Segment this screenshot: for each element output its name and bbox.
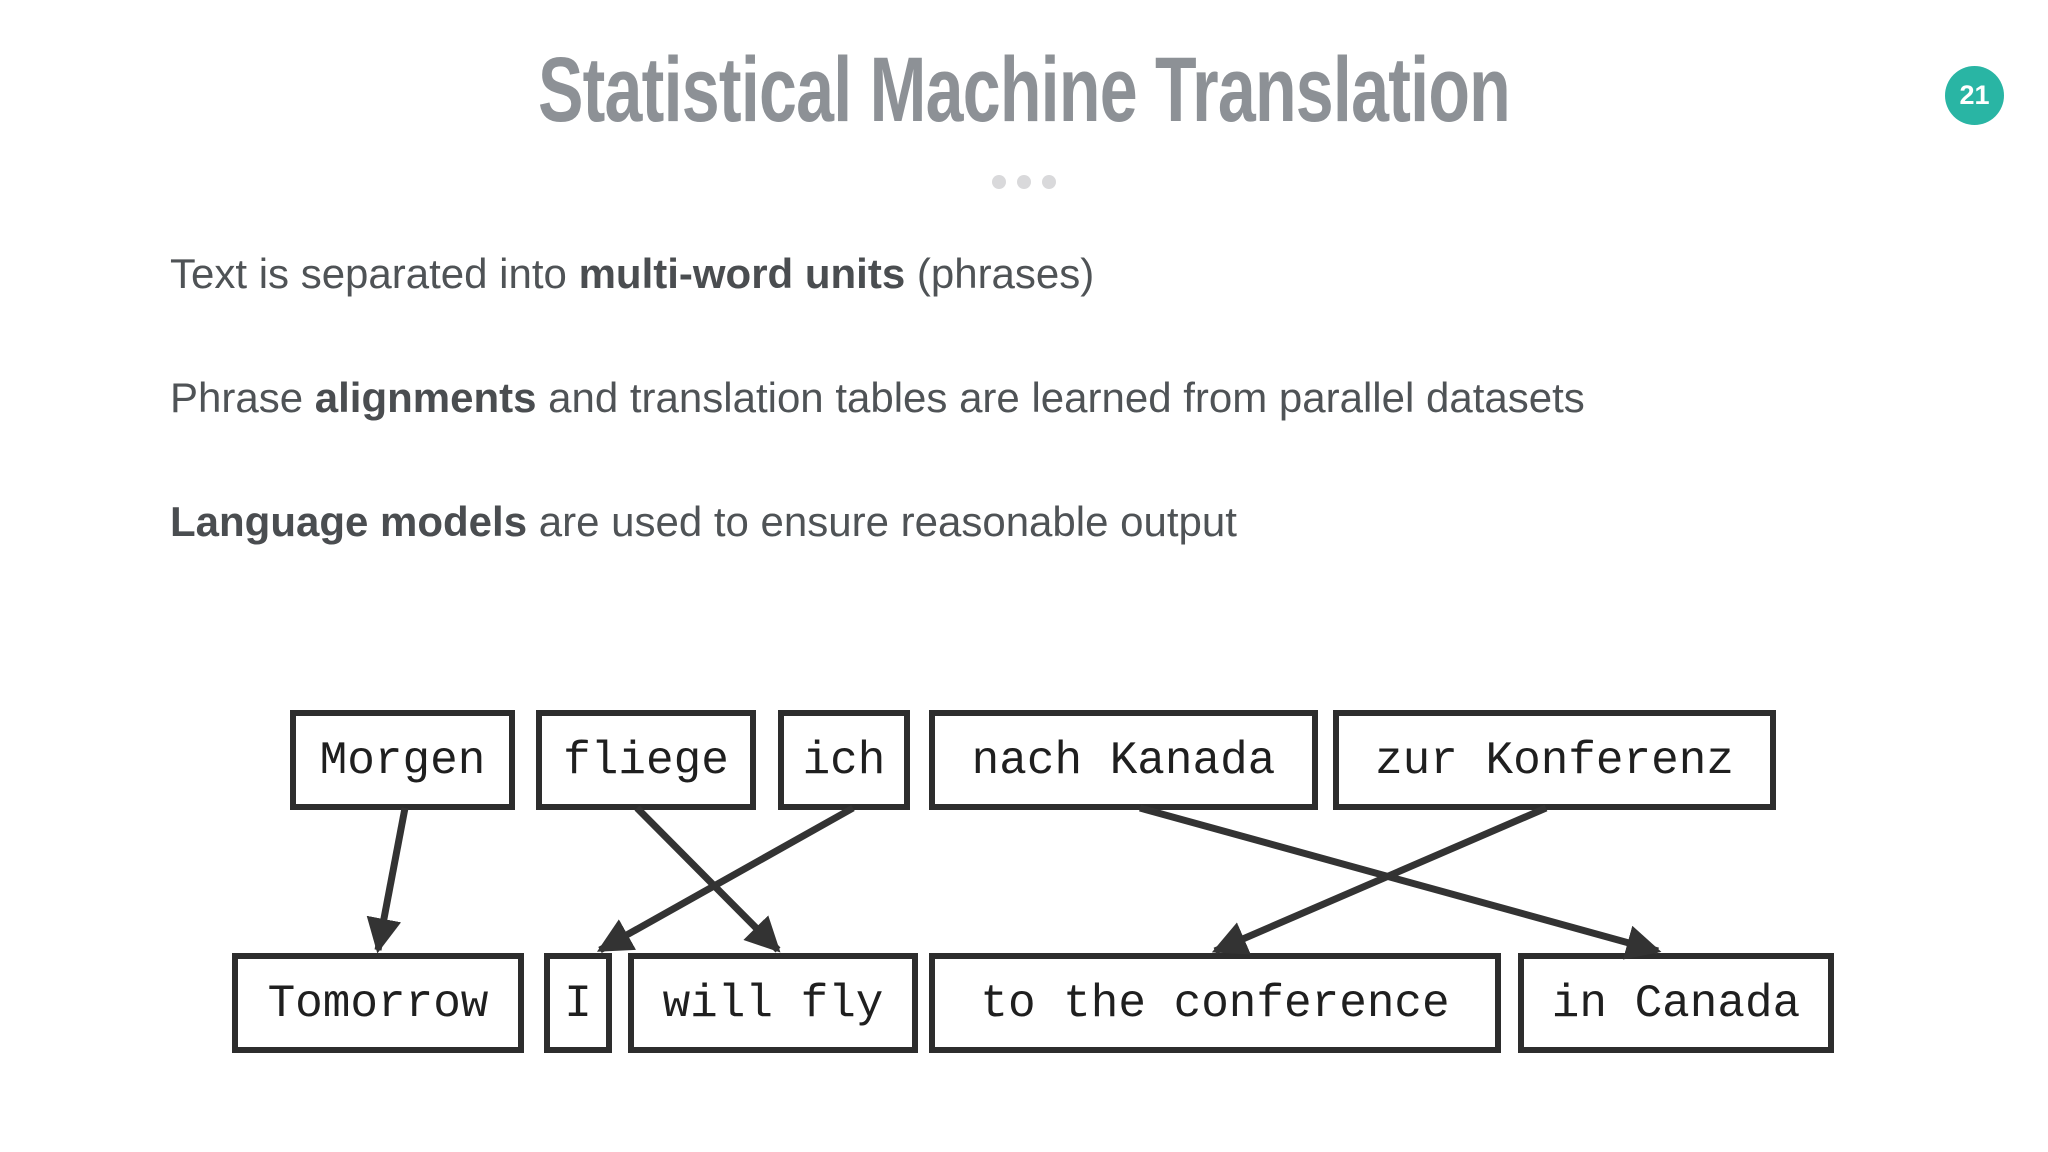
source-phrase-box: Morgen [290,710,515,810]
alignment-arrow [1211,804,1548,955]
page-number-badge: 21 [1945,66,2004,125]
source-phrase-label: fliege [563,735,729,787]
target-phrase-box: to the conference [929,953,1501,1053]
body-text: Text is separated into multi-word units … [170,243,1735,615]
source-phrase-box: nach Kanada [929,710,1318,810]
alignment-arrow [1139,804,1662,960]
plain-text: (phrases) [905,250,1095,297]
plain-text: and translation tables are learned from … [536,374,1585,421]
emphasized-text: multi-word units [578,250,906,297]
target-phrase-box: will fly [628,953,918,1053]
plain-text: are used to ensure reasonable output [527,498,1237,545]
source-phrase-label: Morgen [320,735,486,787]
alignment-arrow [366,807,409,954]
target-phrase-label: in Canada [1552,978,1800,1030]
paragraph: Phrase alignments and translation tables… [170,367,1735,429]
target-phrase-label: to the conference [980,978,1449,1030]
paragraph: Language models are used to ensure reaso… [170,491,1735,553]
paragraph: Text is separated into multi-word units … [170,243,1735,305]
source-phrase-box: ich [778,710,910,810]
alignment-arrow [634,805,781,953]
source-phrase-label: nach Kanada [972,735,1276,787]
source-phrase-label: zur Konferenz [1375,735,1734,787]
target-phrase-box: Tomorrow [232,953,524,1053]
plain-text: Phrase [170,374,315,421]
target-phrase-label: I [564,978,592,1030]
target-phrase-box: in Canada [1518,953,1834,1053]
source-phrase-box: fliege [536,710,756,810]
target-phrase-box: I [544,953,612,1053]
page-number: 21 [1959,80,1990,110]
target-phrase-label: will fly [663,978,884,1030]
dot-icon [992,175,1006,189]
slide-title: Statistical Machine Translation [537,39,1511,141]
target-phrase-label: Tomorrow [268,978,489,1030]
dot-icon [1042,175,1056,189]
emphasized-text: Language models [170,498,528,545]
alignment-arrow [596,804,855,954]
source-phrase-box: zur Konferenz [1333,710,1776,810]
title-separator-dots [0,175,2048,189]
dot-icon [1017,175,1031,189]
emphasized-text: alignments [314,374,537,421]
source-phrase-label: ich [803,735,886,787]
plain-text: Text is separated into [170,250,579,297]
